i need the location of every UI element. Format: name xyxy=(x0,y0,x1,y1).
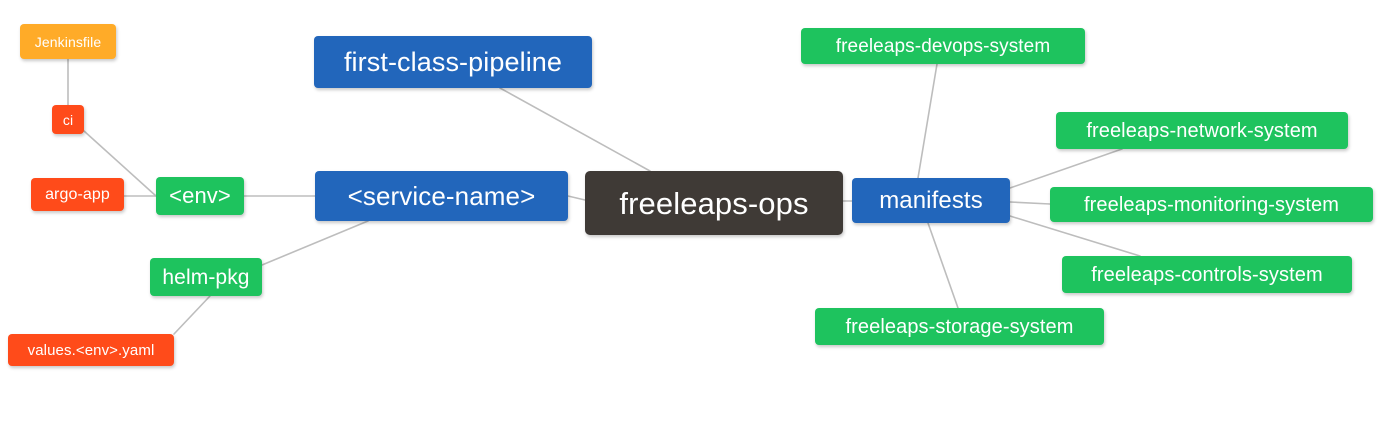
edge-manifests-devops xyxy=(917,63,938,179)
mindmap-node-service-name[interactable]: <service-name> xyxy=(315,171,568,221)
mindmap-node-freeleaps-monitoring-system[interactable]: freeleaps-monitoring-system xyxy=(1050,187,1373,222)
mindmap-node-freeleaps-controls-system[interactable]: freeleaps-controls-system xyxy=(1062,256,1352,293)
edge-servicename-ops xyxy=(567,195,586,201)
mindmap-node-freeleaps-ops[interactable]: freeleaps-ops xyxy=(585,171,843,235)
mindmap-node-helm-pkg[interactable]: helm-pkg xyxy=(150,258,262,296)
edge-manifests-monitoring xyxy=(1009,201,1051,205)
mindmap-node-first-class-pipeline[interactable]: first-class-pipeline xyxy=(314,36,592,88)
edge-pipeline-ops xyxy=(499,87,651,172)
mindmap-node-freeleaps-devops-system[interactable]: freeleaps-devops-system xyxy=(801,28,1085,64)
mindmap-node-env[interactable]: <env> xyxy=(156,177,244,215)
edge-manifests-controls xyxy=(1009,215,1141,257)
mindmap-node-jenkinsfile[interactable]: Jenkinsfile xyxy=(20,24,116,59)
mindmap-node-argo-app[interactable]: argo-app xyxy=(31,178,124,211)
edge-manifests-storage xyxy=(927,222,959,309)
mindmap-node-values-yaml[interactable]: values.<env>.yaml xyxy=(8,334,174,366)
mindmap-node-ci[interactable]: ci xyxy=(52,105,84,134)
edge-manifests-network xyxy=(1009,148,1123,189)
edge-values-helmpkg xyxy=(173,295,211,335)
mindmap-node-freeleaps-storage-system[interactable]: freeleaps-storage-system xyxy=(815,308,1104,345)
edge-helmpkg-servicename xyxy=(261,220,369,266)
mindmap-node-manifests[interactable]: manifests xyxy=(852,178,1010,223)
mindmap-node-freeleaps-network-system[interactable]: freeleaps-network-system xyxy=(1056,112,1348,149)
